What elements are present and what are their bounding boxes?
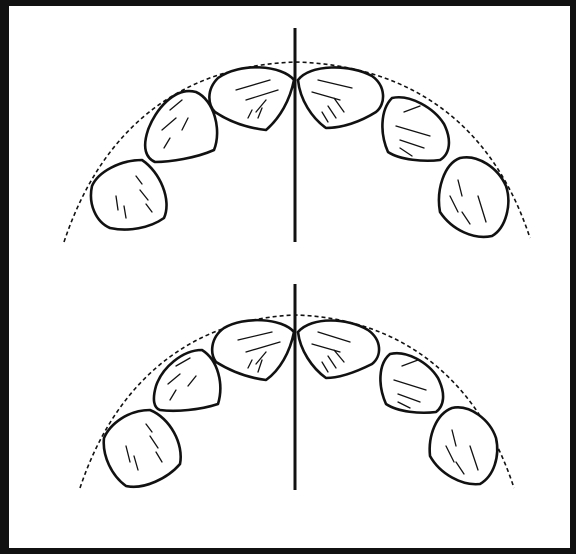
upper-left-lateral-incisor <box>145 91 217 162</box>
lower-left-canine <box>104 410 181 487</box>
upper-left-canine <box>91 160 167 230</box>
upper-right-central-incisor <box>298 67 383 128</box>
lower-left-central-incisor <box>212 320 294 380</box>
upper-arch-panel <box>64 28 530 242</box>
lower-left-lateral-incisor <box>154 350 220 411</box>
lower-right-canine <box>430 407 498 484</box>
lower-arch-panel <box>80 284 514 490</box>
lower-right-central-incisor <box>298 321 379 379</box>
upper-right-lateral-incisor <box>382 97 449 160</box>
upper-left-central-incisor <box>209 67 294 130</box>
lower-right-lateral-incisor <box>380 353 443 412</box>
